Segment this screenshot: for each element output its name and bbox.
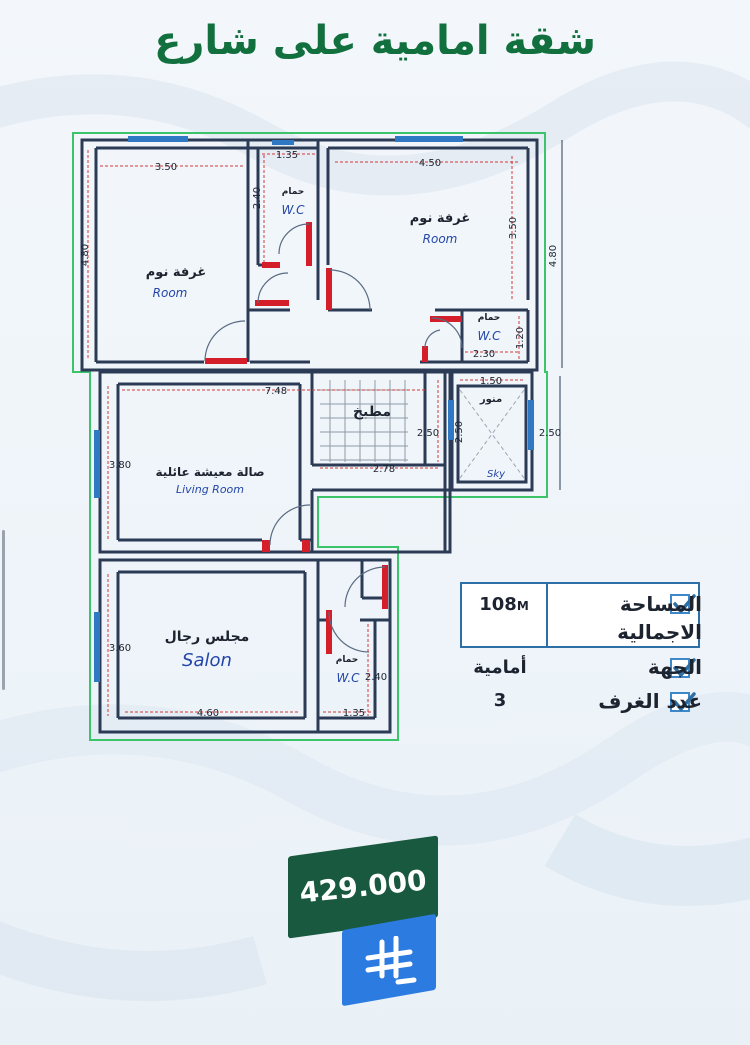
- window: [448, 400, 454, 440]
- direction-value: أمامية: [473, 657, 527, 678]
- room-label-bedroom1-en: Room: [153, 286, 188, 300]
- window: [272, 140, 294, 145]
- room-label-sky: منور: [479, 394, 502, 405]
- room-label-wc2: حمام: [478, 313, 501, 323]
- room-label-bedroom2: غرفة نوم: [410, 211, 470, 226]
- room-label-bedroom1: غرفة نوم: [146, 265, 206, 280]
- dim-label: 2.50: [417, 428, 439, 439]
- room-label-salon-en: Salon: [182, 650, 232, 671]
- kitchen-tiles: [320, 380, 408, 462]
- room-label-bedroom2-en: Room: [423, 232, 458, 246]
- dim-label: 1.20: [515, 327, 526, 349]
- window: [395, 136, 463, 142]
- window: [128, 136, 188, 142]
- dim-label: 3.60: [109, 643, 131, 654]
- scroll-indicator[interactable]: [2, 530, 5, 690]
- area-value: 108M: [479, 594, 529, 615]
- dim-label: 3.50: [508, 217, 519, 239]
- dim-label: 1.50: [480, 376, 502, 387]
- room-label-wc3-en: W.C: [336, 671, 360, 685]
- rooms-check-icon: [670, 692, 696, 712]
- room-label-kitchen: مطبخ: [353, 404, 391, 420]
- window: [528, 400, 534, 450]
- dim-label: 7.48: [265, 386, 287, 397]
- rooms-label: عدد الغرف: [598, 689, 702, 713]
- room-label-wc1: حمام: [282, 187, 305, 197]
- dim-label: 2.50: [539, 428, 561, 439]
- dim-label: 2.50: [454, 421, 465, 443]
- dim-label: 1.35: [343, 708, 365, 719]
- price-tag: 429.000: [280, 835, 460, 1007]
- room-label-sky-en: Sky: [487, 469, 506, 480]
- dim-label: 3.80: [109, 460, 131, 471]
- area-label-2: الاجمالية: [617, 620, 702, 644]
- dim-label: 2.78: [373, 464, 395, 475]
- room-label-living: صالة معيشة عائلية: [155, 465, 264, 479]
- riyal-currency-icon: [365, 936, 417, 985]
- dim-label: 4.80: [548, 245, 559, 267]
- area-label: المساحة: [619, 592, 702, 616]
- room-label-living-en: Living Room: [176, 483, 244, 496]
- area-check-icon: [670, 594, 696, 614]
- room-label-wc2-en: W.C: [477, 329, 501, 343]
- dim-label: 4.50: [419, 158, 441, 169]
- dim-label: 3.50: [155, 162, 177, 173]
- plot-outline: [72, 132, 548, 741]
- dim-label: 2.40: [365, 672, 387, 683]
- dim-label: 2.40: [252, 187, 263, 209]
- window: [94, 430, 100, 498]
- room-label-salon: مجلس رجال: [165, 629, 250, 645]
- rooms-value: 3: [493, 690, 507, 711]
- room-label-wc3: حمام: [336, 655, 359, 665]
- direction-check-icon: [670, 658, 696, 678]
- area-box: 108M: [460, 582, 700, 648]
- page-title: شقة امامية على شارع: [154, 18, 596, 64]
- dim-label: 1.35: [276, 150, 298, 161]
- direction-label: الجهة: [647, 655, 702, 679]
- window: [94, 612, 100, 682]
- room-label-wc1-en: W.C: [281, 203, 305, 217]
- dim-label: 4.80: [80, 244, 91, 266]
- upper-outer-wall: [80, 138, 539, 372]
- dim-label: 4.60: [197, 708, 219, 719]
- dim-label: 2.30: [473, 349, 495, 360]
